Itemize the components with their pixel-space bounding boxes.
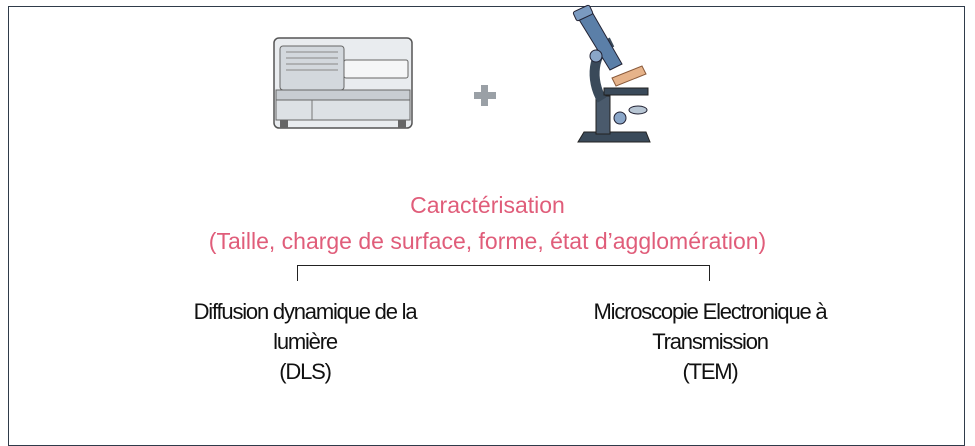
tem-label-line3: (TEM) [682,359,738,384]
illustration-layer [273,4,651,143]
dls-label: Diffusion dynamique de la lumière (DLS) [140,297,470,387]
tem-label: Microscopie Electronique à Transmission … [545,297,875,387]
diagram-subtitle: (Taille, charge de surface, forme, état … [208,228,767,254]
tem-label-line2: Transmission [652,329,769,354]
dls-label-line2: lumière [273,329,338,354]
tem-label-line1: Microscopie Electronique à [593,299,828,324]
microscope-icon [572,4,651,143]
dls-label-line1: Diffusion dynamique de la [193,299,418,324]
diagram-title: Caractérisation [410,192,565,218]
plus-icon [474,85,496,106]
dls-label-line3: (DLS) [279,359,332,384]
bracket-connector [297,265,710,281]
figure-frame [8,6,965,446]
dls-instrument-icon [273,37,413,129]
